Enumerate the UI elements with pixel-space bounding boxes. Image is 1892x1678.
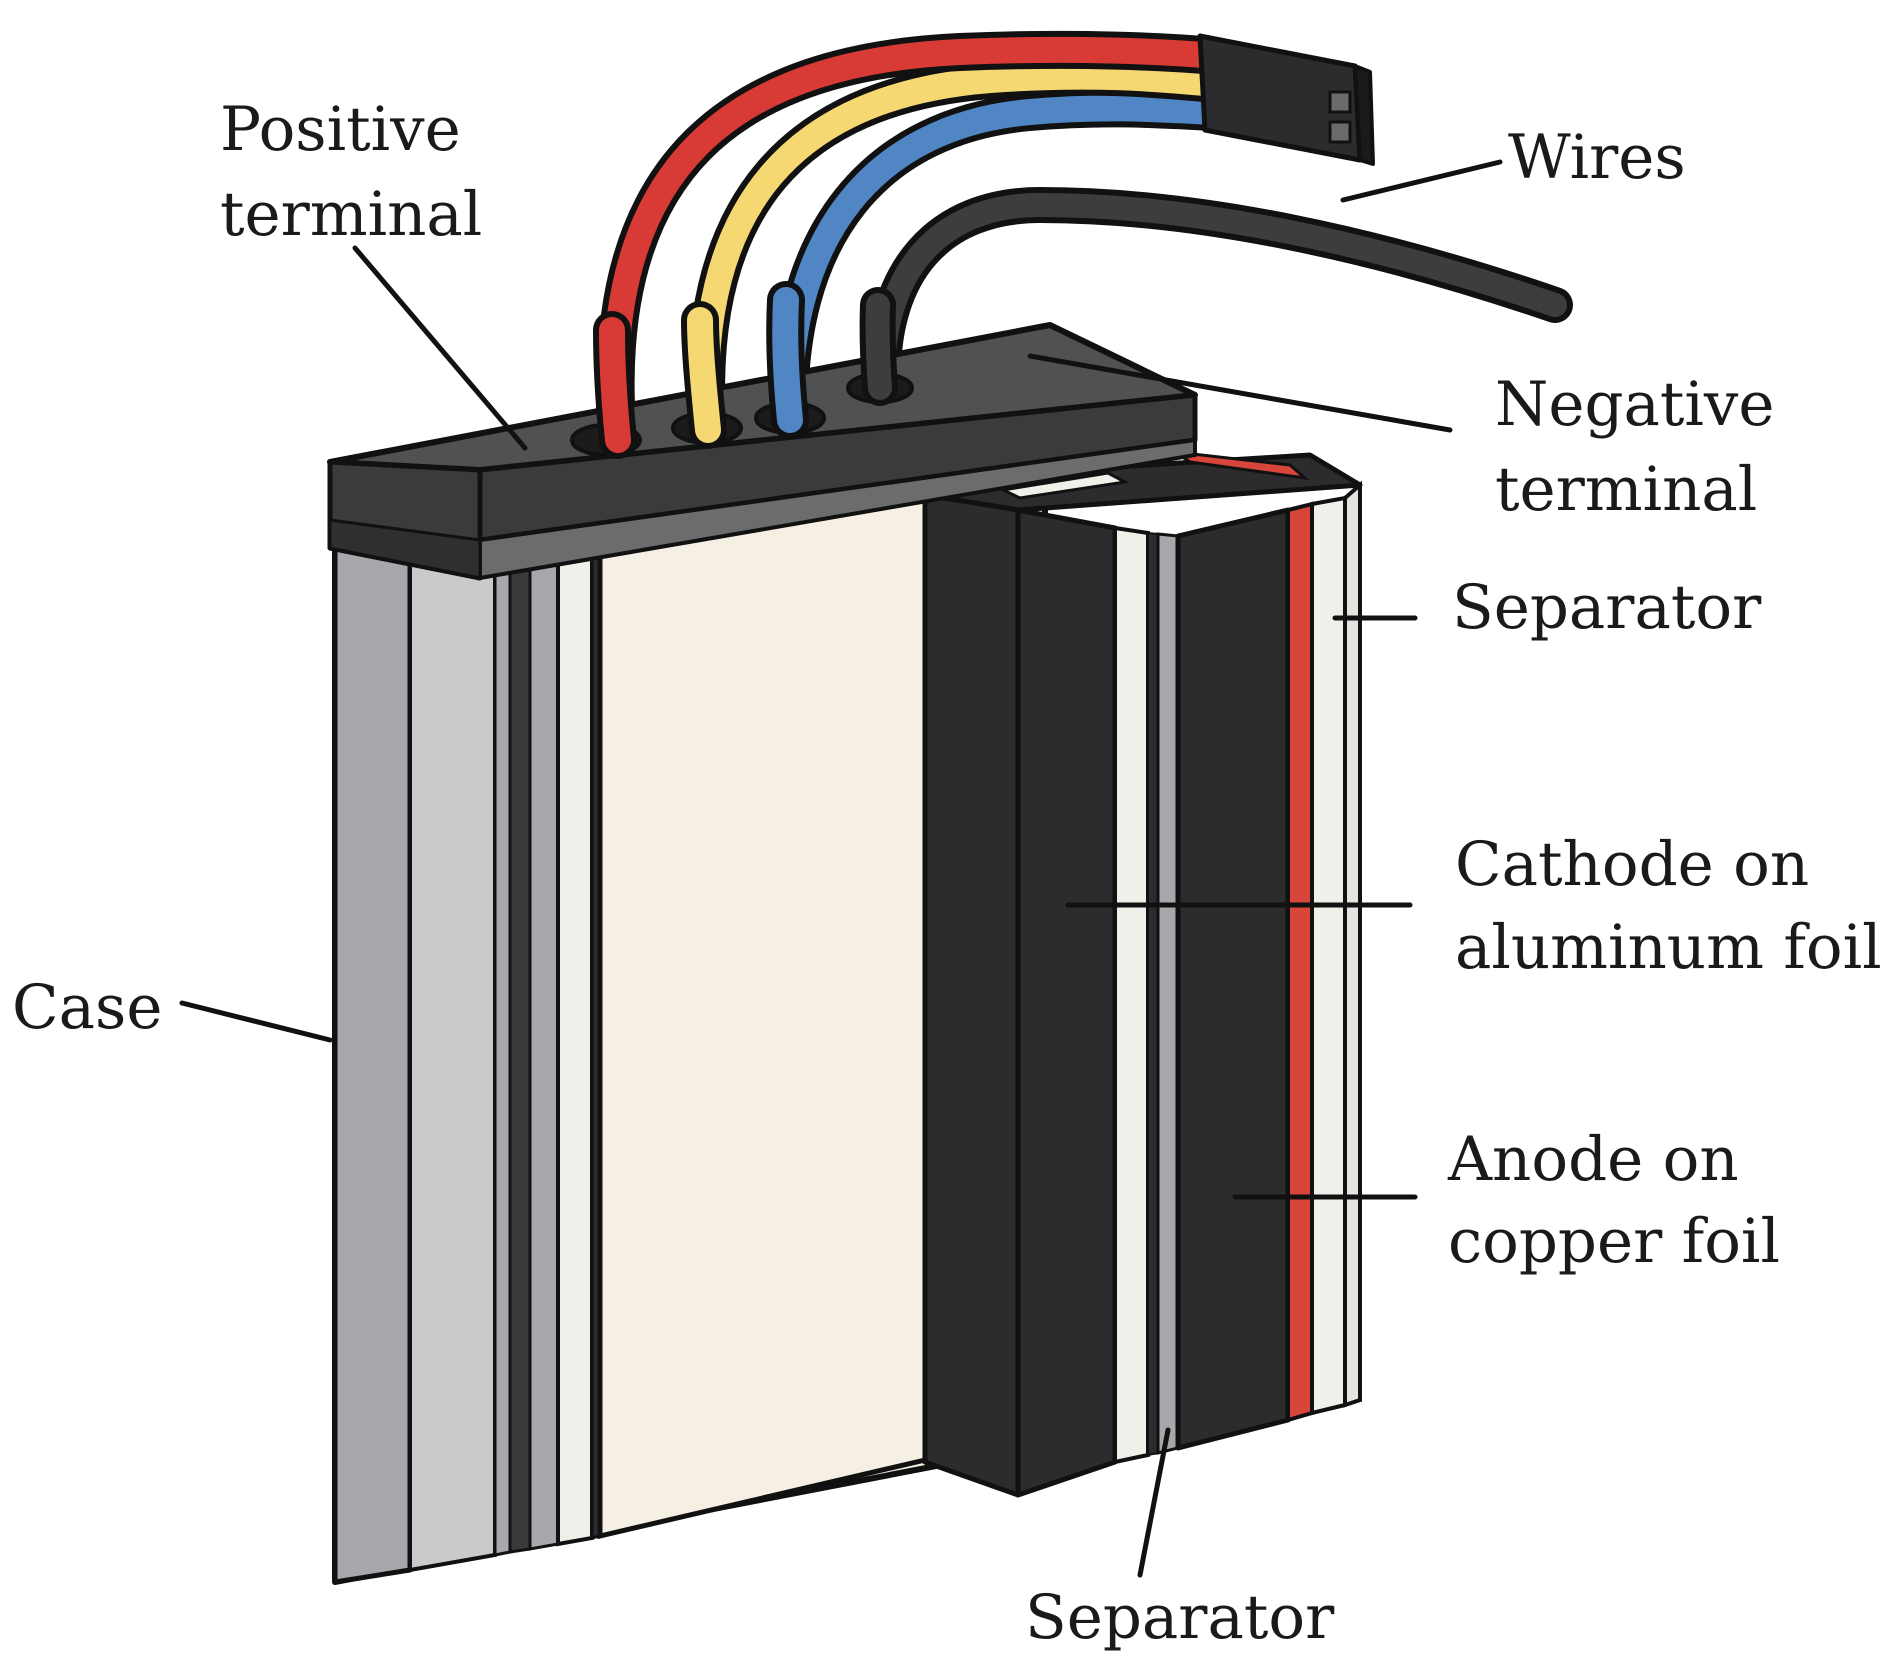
connector-plug	[1197, 33, 1375, 166]
label-wires: Wires	[1508, 122, 1686, 193]
labels: Positive terminal Wires Negative termina…	[12, 94, 1882, 1653]
label-separator-right: Separator	[1452, 572, 1762, 643]
electrode-stack	[922, 450, 1363, 1498]
leader-negative-terminal	[1027, 353, 1453, 433]
leader-separator-bottom	[1137, 1427, 1171, 1578]
label-negative-terminal: Negative terminal	[1495, 369, 1794, 525]
battery-case	[327, 281, 1363, 1585]
leader-positive-terminal	[352, 245, 528, 451]
label-positive-terminal: Positive terminal	[220, 94, 482, 250]
label-anode: Anode on copper foil	[1447, 1124, 1780, 1277]
label-case: Case	[12, 972, 162, 1043]
top-lid	[327, 322, 1198, 581]
label-cathode: Cathode on aluminum foil	[1455, 829, 1882, 983]
leader-wires	[1340, 159, 1503, 203]
label-separator-bottom: Separator	[1025, 1582, 1335, 1653]
leader-lines	[179, 159, 1503, 1578]
leader-case	[179, 1000, 333, 1043]
